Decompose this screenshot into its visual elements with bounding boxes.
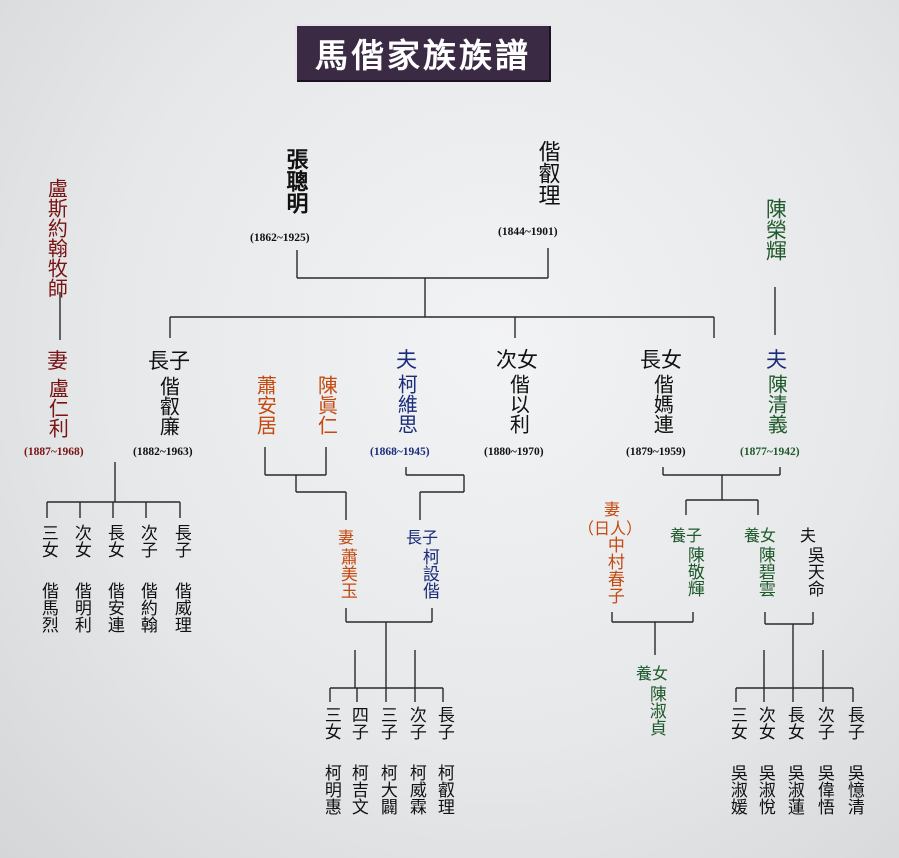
adopted-son-label: 養子	[670, 526, 703, 545]
middle-wife-name: 蕭美玉	[336, 548, 357, 599]
right-child-name: 吳淑蓮	[783, 764, 804, 815]
jp-wife-note: （日人）	[578, 519, 643, 538]
left-child-name: 偕安連	[103, 582, 124, 633]
middle-child-name: 柯明惠	[320, 764, 341, 815]
mackay-name: 偕叡理	[534, 140, 560, 206]
right-child-name: 吳淑悅	[754, 764, 775, 815]
left-son-name: 偕叡廉	[156, 376, 181, 436]
left-child-rank: 長女	[103, 524, 124, 558]
right-child-name: 吳憶清	[843, 764, 864, 815]
left-son-label: 長子	[148, 349, 190, 373]
middle-husband-label: 夫	[396, 348, 417, 372]
middle-son-name: 柯設偕	[418, 548, 439, 599]
left-wife-name: 盧仁利	[45, 378, 70, 438]
middle-child-rank: 三女	[320, 706, 341, 740]
adopted-daughter-label: 養女	[744, 526, 777, 545]
diagram-title-banner: 馬偕家族族譜	[295, 24, 549, 80]
middle-child-rank: 四子	[347, 706, 368, 740]
middle-child-name: 柯叡理	[433, 764, 454, 815]
middle-child-rank: 長子	[433, 706, 454, 740]
left-child-name: 偕馬烈	[37, 582, 58, 633]
right-daughter-name: 偕媽連	[650, 374, 675, 434]
middle-child-rank: 次子	[405, 706, 426, 740]
left-wife-years: (1887~1968)	[24, 446, 84, 458]
adopted-daughter-name: 陳碧雲	[754, 546, 775, 597]
left-child-rank: 三女	[37, 524, 58, 558]
left-son-years: (1882~1963)	[133, 446, 193, 458]
right-child-name: 吳淑媛	[726, 764, 747, 815]
middle-daughter-label: 次女	[496, 348, 538, 372]
right-husband-label: 夫	[766, 348, 787, 372]
middle-husband-name: 柯維思	[394, 374, 419, 434]
left-wife-label: 妻	[47, 349, 68, 373]
zhang-years: (1862~1925)	[250, 232, 310, 244]
right-child-rank: 次女	[754, 706, 775, 740]
middle-child-name: 柯大闢	[376, 764, 397, 815]
right-child-rank: 長女	[783, 706, 804, 740]
middle-son-label: 長子	[406, 528, 439, 547]
right-child-rank: 長子	[843, 706, 864, 740]
middle-daughter-name: 偕以利	[506, 374, 531, 434]
middle-child-rank: 三子	[376, 706, 397, 740]
right-daughter-years: (1879~1959)	[626, 446, 686, 458]
chen-zhen-ren: 陳眞仁	[314, 375, 339, 435]
grand-adopted-name: 陳淑貞	[645, 685, 666, 736]
diagram-title: 馬偕家族族譜	[315, 36, 531, 75]
middle-husband-years: (1868~1945)	[370, 446, 430, 458]
xiao-an-ju: 蕭安居	[253, 375, 278, 435]
jp-wife-name: 中村春子	[603, 536, 624, 604]
middle-child-name: 柯吉文	[347, 764, 368, 815]
middle-wife-label: 妻	[338, 528, 355, 547]
wu-name: 吳天命	[803, 546, 824, 597]
middle-child-name: 柯威霖	[405, 764, 426, 815]
zhang-name: 張聰明	[282, 148, 309, 214]
left-child-rank: 次女	[70, 524, 91, 558]
right-daughter-label: 長女	[640, 348, 682, 372]
left-child-rank: 次子	[136, 524, 157, 558]
right-husband-name: 陳清義	[764, 374, 789, 434]
right-child-name: 吳偉悟	[813, 764, 834, 815]
adopted-son-name: 陳敬輝	[683, 546, 704, 597]
jp-wife-label: 妻	[604, 500, 621, 519]
left-child-rank: 長子	[170, 524, 191, 558]
left-child-name: 偕明利	[70, 582, 91, 633]
middle-daughter-years: (1880~1970)	[484, 446, 544, 458]
right-husband-years: (1877~1942)	[740, 446, 800, 458]
pastor-name: 盧斯約翰牧師	[44, 178, 69, 298]
right-child-rank: 三女	[726, 706, 747, 740]
left-child-name: 偕威理	[170, 582, 191, 633]
right-child-rank: 次子	[813, 706, 834, 740]
grand-adopted-label: 養女	[636, 664, 669, 683]
left-child-name: 偕約翰	[136, 582, 157, 633]
wu-label: 夫	[800, 526, 817, 545]
chen-rong-hui: 陳榮輝	[763, 198, 788, 261]
mackay-years: (1844~1901)	[498, 226, 558, 238]
